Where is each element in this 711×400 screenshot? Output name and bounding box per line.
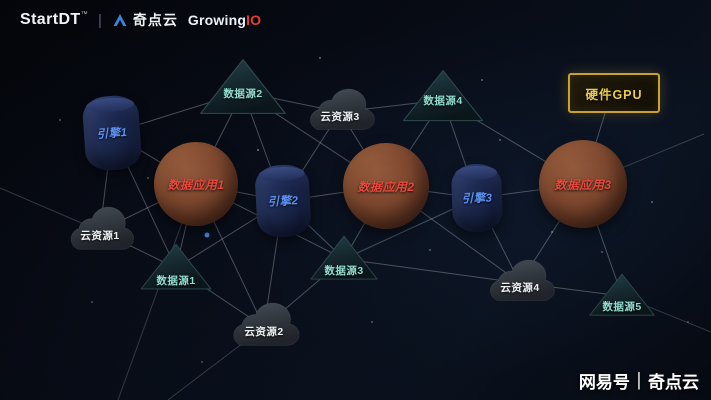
node-label: 数据源5 [602,301,642,313]
node-engine-1: 引擎1 [81,94,143,172]
cloud-shape [489,259,555,302]
node-data-app-3: 数据应用3 [539,140,627,228]
qidianyun-logo-text: 奇点云 [132,12,178,28]
cloud-shape [70,206,135,250]
cloud-shape [233,302,300,346]
node-hardware-gpu: 硬件GPU [568,73,660,113]
triangle-shape [402,70,484,122]
triangle-shape [140,243,212,290]
node-cloud-resource-4: 云资源4 [475,259,565,307]
node-label: 数据应用2 [357,179,415,194]
node-engine-3: 引擎3 [450,163,504,233]
triangle-shape [200,59,286,114]
node-cloud-resource-3: 云资源3 [295,88,385,136]
node-engine-2: 引擎2 [254,163,312,239]
qidianyun-logo-icon [113,14,127,26]
node-data-source-4: 数据源4 [400,68,486,124]
node-label: 云资源4 [500,281,540,294]
node-label: 数据应用1 [167,177,225,192]
watermark: 网易号 | 奇点云 [579,368,699,393]
node-label: 数据源3 [324,265,364,277]
node-label: 云资源2 [244,325,284,338]
watermark-platform: 网易号 [578,373,630,392]
triangle-shape [589,273,655,316]
brand-bar: StartDT™ | 奇点云 GrowingIO [20,10,261,30]
node-label: 云资源3 [320,110,360,123]
watermark-divider: | [636,370,641,390]
node-label: 引擎2 [267,195,299,209]
node-data-source-2: 数据源2 [197,57,289,117]
node-label: 引擎1 [96,126,128,142]
node-data-app-2: 数据应用2 [343,143,429,229]
node-cloud-resource-1: 云资源1 [56,206,144,256]
node-data-app-1: 数据应用1 [154,142,238,226]
node-data-source-1: 数据源1 [138,242,214,292]
watermark-account: 奇点云 [648,373,699,392]
node-label: 数据源2 [223,88,263,100]
qidianyun-logo: 奇点云 [112,10,178,30]
node-data-source-3: 数据源3 [308,234,380,282]
startdt-logo: StartDT™ [20,11,88,28]
node-label: 数据源1 [156,275,196,287]
node-data-source-5: 数据源5 [587,272,657,318]
node-label: 引擎3 [461,192,493,206]
cloud-shape [309,88,375,131]
triangle-shape [310,235,378,280]
node-label: 云资源1 [80,229,120,242]
node-cloud-resource-2: 云资源2 [218,302,310,352]
node-label: 硬件GPU [585,87,643,102]
brand-separator: | [98,11,102,29]
node-label: 数据源4 [423,95,463,107]
node-label: 数据应用3 [554,177,612,192]
trademark-symbol: ™ [80,11,88,18]
growingio-logo: GrowingIO [187,12,262,28]
